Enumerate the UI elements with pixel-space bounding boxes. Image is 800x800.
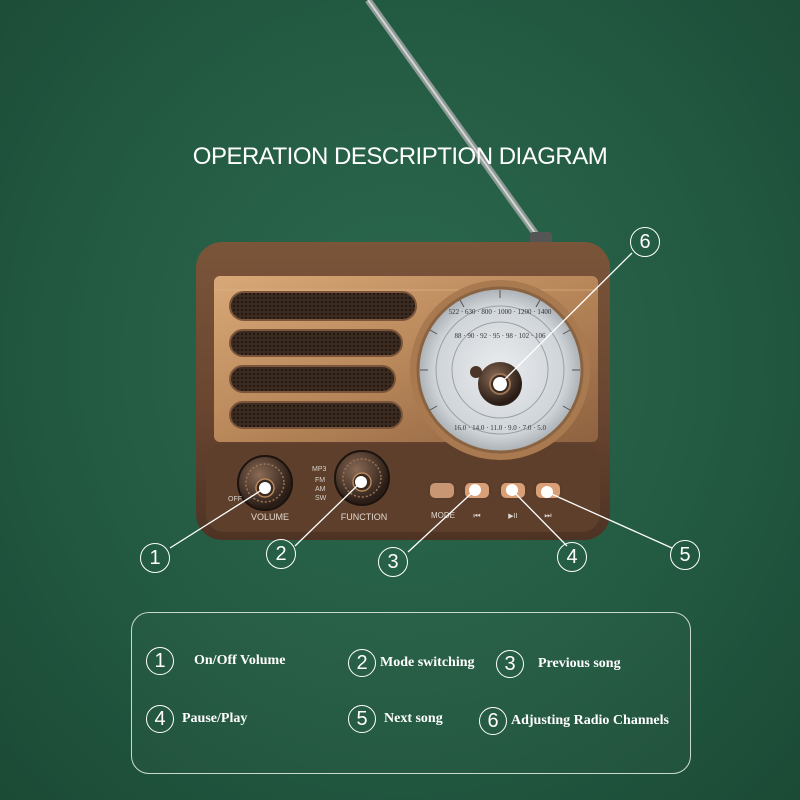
speaker-grille [229,291,417,429]
callout-number-4: 4 [557,542,587,572]
callout-number-6: 6 [630,227,660,257]
callout-number-3: 3 [378,547,408,577]
antenna [365,0,552,244]
function-label: FUNCTION [341,512,388,522]
legend-text-4: Pause/Play [182,711,248,726]
callout-number-5: 5 [670,540,700,570]
legend-number-5: 5 [348,705,376,733]
callout-number-2: 2 [266,539,296,569]
dial-scale-mid: 88 · 90 · 92 · 95 · 98 · 102 · 106 [455,332,546,340]
legend-item-3: 3 Previous song [496,650,621,678]
legend-text-2: Mode switching [380,655,475,670]
dial-scale-top: 522 · 630 · 800 · 1000 · 1200 · 1400 [449,308,552,316]
legend-number-2: 2 [348,649,376,677]
legend-item-6: 6 Adjusting Radio Channels [479,707,669,735]
prev-icon: ⏮ [473,511,480,520]
function-option-am: AM [315,486,326,493]
mode-button[interactable] [428,481,456,500]
legend-item-4: 4 Pause/Play [146,705,247,733]
callout-line-6 [499,252,633,385]
next-icon: ⏭ [544,511,551,520]
play-pause-icon: ▶II [508,512,518,520]
callout-number-1: 1 [140,543,170,573]
legend-text-1: On/Off Volume [194,653,286,668]
legend-box: 1 On/Off Volume 2 Mode switching 3 Previ… [131,612,691,774]
legend-text-5: Next song [384,711,443,726]
legend-number-3: 3 [496,650,524,678]
volume-label: VOLUME [251,512,289,522]
legend-text-6: Adjusting Radio Channels [511,713,669,728]
callout-line-3 [407,489,476,553]
legend-number-4: 4 [146,705,174,733]
volume-off-label: OFF [228,496,242,503]
legend-item-2: 2 Mode switching [348,649,475,677]
mode-label: MODE [431,511,455,520]
callout-line-1 [169,487,266,549]
legend-number-6: 6 [479,707,507,735]
function-option-sw: SW [315,495,327,502]
tuning-dial[interactable] [410,280,590,460]
legend-item-1: 1 On/Off Volume [146,647,285,675]
callout-line-2 [294,481,362,547]
legend-text-3: Previous song [538,656,621,671]
callout-line-4 [511,489,568,547]
legend-item-5: 5 Next song [348,705,443,733]
callout-line-5 [546,491,673,549]
dial-scale-bottom: 16.0 · 14.0 · 11.0 · 9.0 · 7.0 · 5.0 [454,424,546,432]
legend-number-1: 1 [146,647,174,675]
function-option-mp3: MP3 [312,466,327,473]
function-option-fm: FM [315,477,325,484]
page-title: OPERATION DESCRIPTION DIAGRAM [192,143,608,170]
callout-lines [169,252,673,553]
